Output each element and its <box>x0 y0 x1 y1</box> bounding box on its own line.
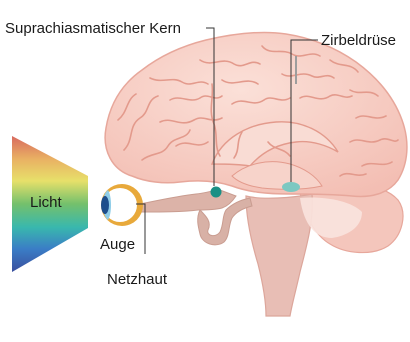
scn-label: Suprachiasmatischer Kern <box>5 20 181 37</box>
scn-dot <box>211 187 222 198</box>
cerebrum <box>105 32 407 196</box>
pineal-gland <box>282 182 300 192</box>
light-source: Licht <box>12 136 88 272</box>
pineal-label: Zirbeldrüse <box>321 32 396 49</box>
brainstem-region <box>246 183 403 316</box>
retina-label: Netzhaut <box>107 271 168 288</box>
eye <box>101 184 143 226</box>
eyeball-icon <box>101 196 109 214</box>
optic-nerve <box>140 190 236 212</box>
brainstem <box>246 194 312 316</box>
light-label: Licht <box>30 194 63 211</box>
eye-label: Auge <box>100 236 135 253</box>
